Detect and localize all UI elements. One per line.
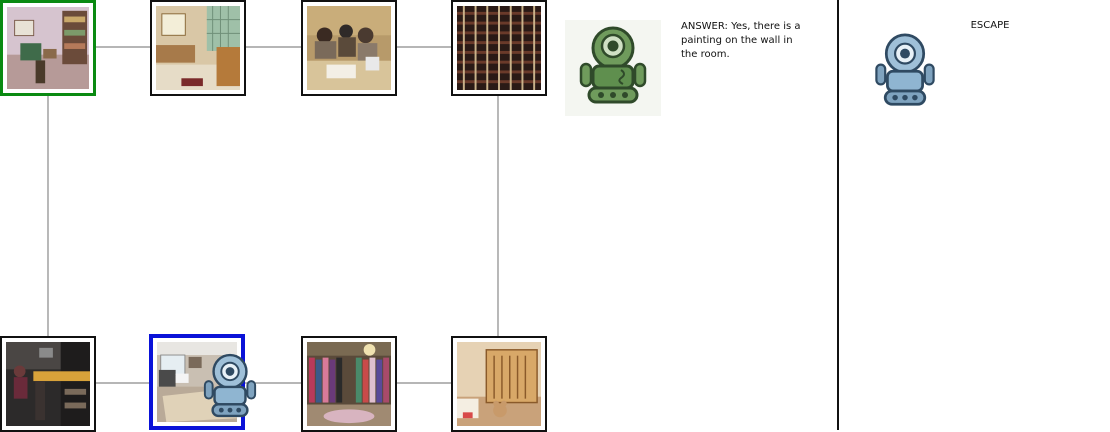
answer-prefix: ANSWER:	[681, 21, 728, 32]
room-nursery[interactable]	[451, 336, 547, 432]
room-photo	[457, 6, 541, 90]
room-photo	[156, 6, 240, 90]
room-photo	[7, 7, 89, 89]
blue-robot-icon	[875, 33, 935, 106]
blue-robot-icon	[203, 353, 257, 418]
room-living-room[interactable]	[0, 0, 96, 96]
room-photo	[457, 342, 541, 426]
panel-divider	[837, 0, 839, 430]
room-studio[interactable]	[0, 336, 96, 432]
room-closet[interactable]	[301, 336, 397, 432]
room-office[interactable]	[149, 334, 257, 430]
room-photo	[307, 6, 391, 90]
green-robot-icon	[579, 26, 647, 104]
answer-agent-tile	[565, 20, 661, 116]
room-map	[0, 0, 547, 432]
room-kitchen[interactable]	[150, 0, 246, 96]
answer-body: Yes, there is a painting on the wall in …	[681, 21, 801, 60]
map-edges	[47, 46, 499, 384]
answer-text: ANSWER: Yes, there is a painting on the …	[681, 20, 809, 62]
escape-label: ESCAPE	[970, 20, 1010, 31]
room-photo	[6, 342, 90, 426]
room-wine-cellar[interactable]	[451, 0, 547, 96]
room-classroom[interactable]	[301, 0, 397, 96]
room-photo	[307, 342, 391, 426]
